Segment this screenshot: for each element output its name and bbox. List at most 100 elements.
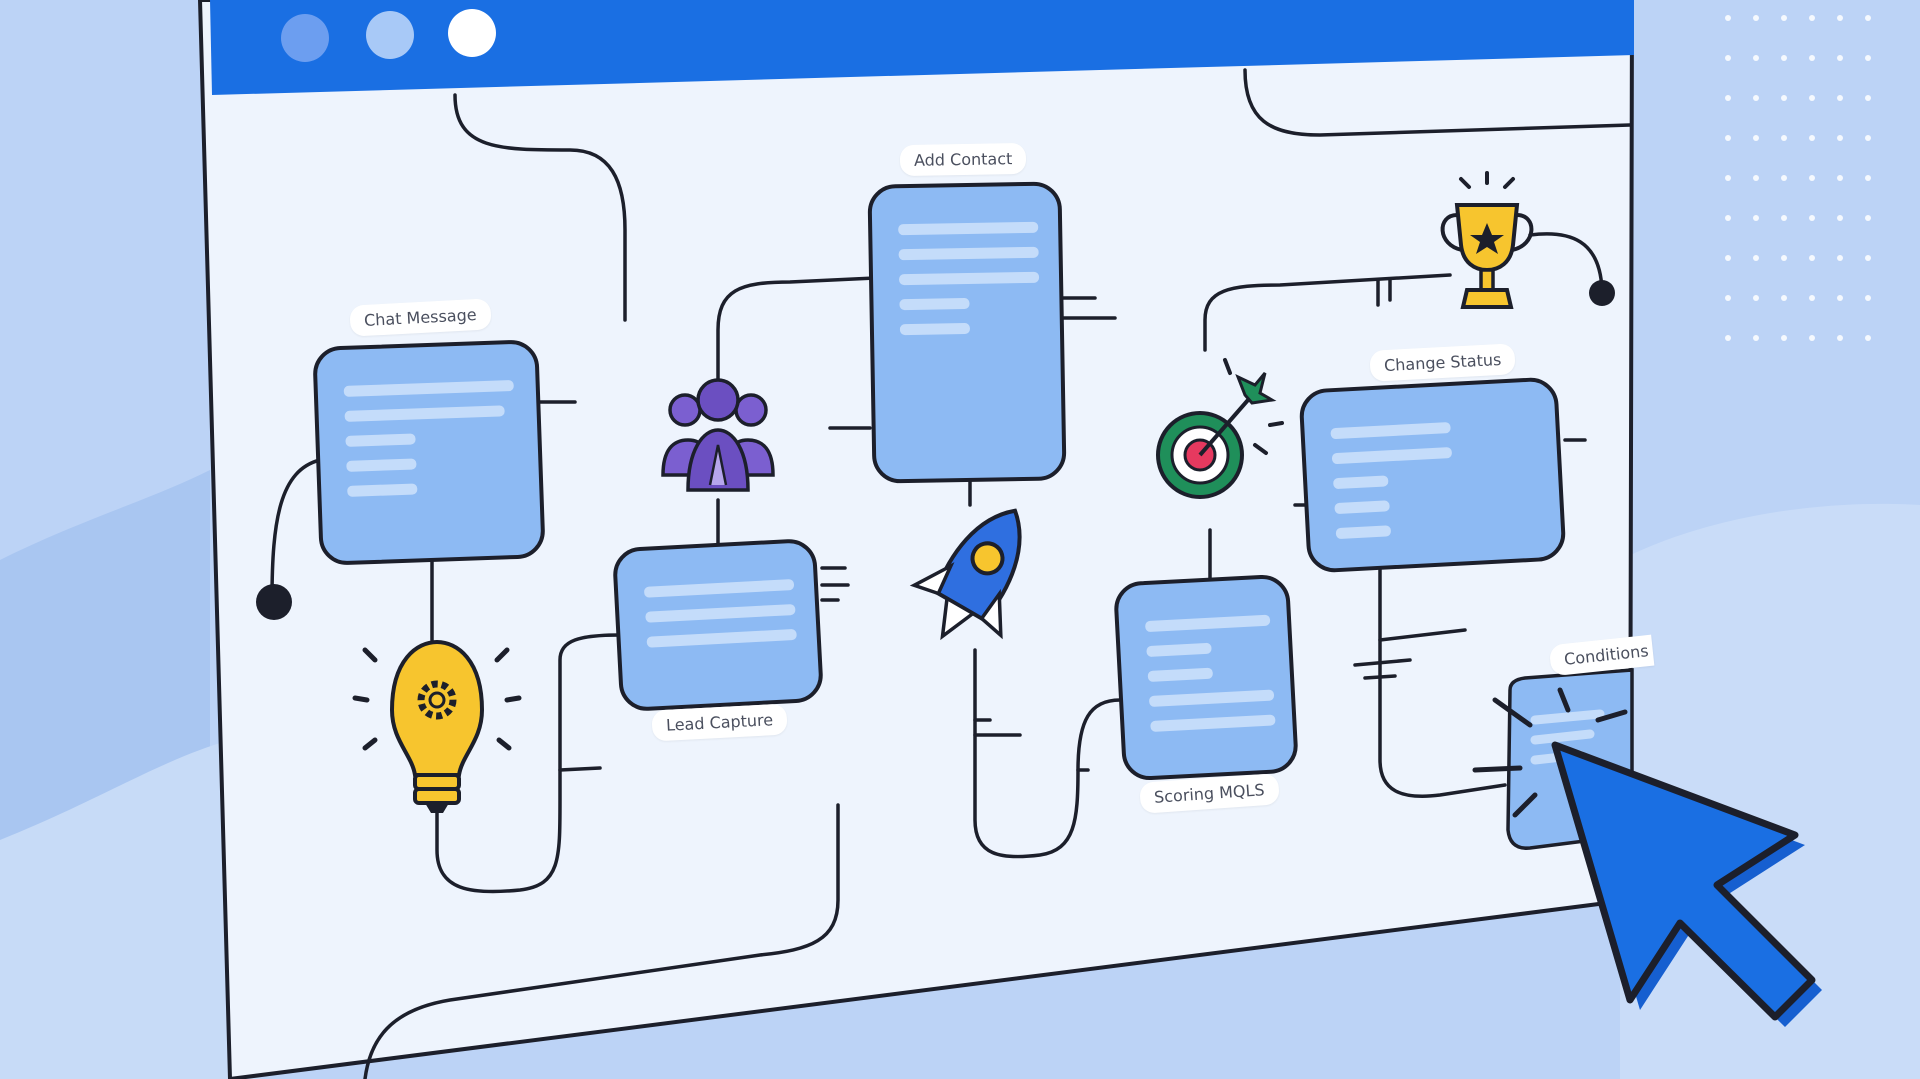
card-text-line xyxy=(1330,422,1451,440)
grid-dot xyxy=(1809,175,1815,181)
grid-dot xyxy=(1837,335,1843,341)
grid-dot xyxy=(1809,135,1815,141)
grid-dot xyxy=(1781,135,1787,141)
grid-dot xyxy=(1781,295,1787,301)
card-text-line xyxy=(347,483,418,497)
grid-dot xyxy=(1865,215,1871,221)
window-titlebar xyxy=(210,0,1634,95)
node-add-contact-card[interactable] xyxy=(867,181,1067,484)
card-text-line xyxy=(1146,642,1212,657)
grid-dot xyxy=(1753,15,1759,21)
connector-target-trophy xyxy=(1203,273,1452,352)
grid-dot xyxy=(1725,335,1731,341)
connector-team-contact xyxy=(716,276,877,382)
card-text-line xyxy=(899,298,970,311)
grid-dot xyxy=(1809,295,1815,301)
grid-dot xyxy=(1865,135,1871,141)
grid-dot xyxy=(1753,135,1759,141)
cursor-arrow-icon xyxy=(1551,741,1822,1027)
card-text-line xyxy=(1145,614,1271,632)
grid-dot xyxy=(1725,15,1731,21)
traffic-dot-3 xyxy=(448,9,496,57)
grid-dot xyxy=(1753,255,1759,261)
connector-trophy-dot xyxy=(1528,232,1604,292)
lightbulb-gear-icon xyxy=(352,639,522,813)
card-text-line xyxy=(343,380,514,397)
traffic-dot-2 xyxy=(366,11,414,59)
grid-dot xyxy=(1837,15,1843,21)
card-text-line xyxy=(1335,525,1391,539)
grid-dot xyxy=(1865,55,1871,61)
grid-dot xyxy=(1781,55,1787,61)
grid-dot xyxy=(1865,255,1871,261)
target-icon xyxy=(1156,358,1284,499)
card-text-line xyxy=(1147,667,1213,682)
grid-dot xyxy=(1753,295,1759,301)
grid-dot xyxy=(1781,175,1787,181)
node-change-status-card[interactable] xyxy=(1299,377,1566,573)
grid-dot xyxy=(1753,335,1759,341)
grid-dot xyxy=(1865,295,1871,301)
card-text-line xyxy=(1150,714,1276,732)
connector-top-left xyxy=(453,93,627,322)
card-text-line xyxy=(646,629,797,648)
grid-dot xyxy=(1837,95,1843,101)
grid-dot xyxy=(1865,95,1871,101)
connector-bulb-lead xyxy=(435,633,622,894)
grid-dot xyxy=(1725,215,1731,221)
team-icon xyxy=(661,378,775,492)
grid-dot xyxy=(1809,55,1815,61)
grid-dot xyxy=(1809,335,1815,341)
card-text-line xyxy=(1149,689,1275,707)
card-text-line xyxy=(898,246,1039,261)
grid-dot xyxy=(1781,15,1787,21)
grid-dot xyxy=(1725,55,1731,61)
grid-dot xyxy=(1725,255,1731,261)
grid-dot xyxy=(1809,255,1815,261)
grid-dot xyxy=(1725,295,1731,301)
card-text-line xyxy=(644,579,795,598)
card-text-line xyxy=(1333,475,1389,489)
node-lead-capture-card[interactable] xyxy=(613,539,823,711)
grid-dot xyxy=(1837,135,1843,141)
connector-end-dot-left xyxy=(256,584,292,620)
grid-dot xyxy=(1725,95,1731,101)
dot-grid-decoration xyxy=(1725,0,1885,370)
card-text-line xyxy=(1334,500,1390,514)
grid-dot xyxy=(1753,175,1759,181)
node-chat-message-card[interactable] xyxy=(313,340,545,565)
grid-dot xyxy=(1837,255,1843,261)
grid-dot xyxy=(1837,215,1843,221)
connector-chat-dot xyxy=(270,458,322,602)
grid-dot xyxy=(1753,55,1759,61)
card-text-line xyxy=(899,323,970,336)
grid-dot xyxy=(1837,175,1843,181)
trophy-icon xyxy=(1440,171,1534,309)
connector-status-conditions xyxy=(1378,563,1507,798)
grid-dot xyxy=(1865,15,1871,21)
grid-dot xyxy=(1837,55,1843,61)
grid-dot xyxy=(1837,295,1843,301)
grid-dot xyxy=(1865,335,1871,341)
connector-rocket-scoring xyxy=(973,648,1122,859)
card-text-line xyxy=(1331,447,1452,464)
rocket-icon xyxy=(909,508,1022,641)
node-scoring-mqls-card[interactable] xyxy=(1114,574,1298,781)
grid-dot xyxy=(1753,215,1759,221)
grid-dot xyxy=(1809,15,1815,21)
card-text-line xyxy=(898,221,1039,236)
connector-end-dot-right xyxy=(1589,280,1615,306)
card-text-line xyxy=(346,458,417,472)
grid-dot xyxy=(1809,95,1815,101)
card-text-line xyxy=(645,604,796,623)
card-text-line xyxy=(344,405,505,422)
card-text-line xyxy=(899,271,1040,286)
grid-dot xyxy=(1781,335,1787,341)
grid-dot xyxy=(1781,255,1787,261)
node-label-add-contact: Add Contact xyxy=(899,142,1027,177)
grid-dot xyxy=(1725,175,1731,181)
connector-top-right xyxy=(1243,68,1632,137)
card-text-line xyxy=(345,433,416,447)
traffic-dot-1 xyxy=(281,14,329,62)
